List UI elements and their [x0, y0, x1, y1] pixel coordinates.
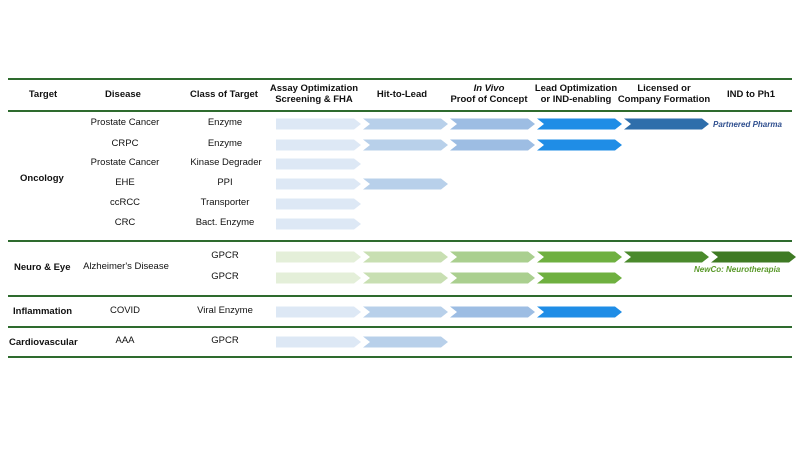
stage-arrow [363, 118, 448, 130]
header-disease: Disease [105, 89, 141, 100]
stage-arrow [276, 218, 361, 230]
stage-arrow [537, 306, 622, 318]
class-cell: GPCR [211, 271, 239, 282]
stage-arrow [276, 336, 361, 348]
stage-arrow [363, 272, 448, 284]
stage-arrow [450, 272, 535, 284]
area-cardiovascular: Cardiovascular [9, 337, 78, 348]
stage-arrow [537, 139, 622, 151]
inflammation-rule [8, 326, 792, 328]
note-partnered-pharma: Partnered Pharma [713, 120, 782, 129]
disease-cell-alzheimers: Alzheimer's Disease [83, 261, 169, 272]
disease-cell: AAA [115, 335, 135, 346]
stage-arrow [276, 118, 361, 130]
class-cell: Enzyme [207, 117, 243, 128]
stage-arrow [276, 139, 361, 151]
stage-arrow [711, 251, 796, 263]
class-cell: GPCR [211, 250, 239, 261]
stage-arrow [450, 139, 535, 151]
stage-arrow [450, 118, 535, 130]
stage-arrow [276, 272, 361, 284]
disease-cell: Prostate Cancer [90, 117, 160, 128]
stage-arrow [276, 306, 361, 318]
disease-cell: COVID [109, 305, 141, 316]
stage-arrow [537, 251, 622, 263]
stage-arrow [624, 118, 709, 130]
stage-arrow [450, 251, 535, 263]
stage-arrow [363, 306, 448, 318]
header-rule [8, 110, 792, 112]
stage-arrow [363, 178, 448, 190]
stage-arrow [624, 251, 709, 263]
neuro-rule [8, 295, 792, 297]
class-cell: Kinase Degrader [190, 157, 262, 168]
header-class-of-target: Class of Target [190, 89, 258, 100]
class-cell: Enzyme [207, 138, 243, 149]
stage-arrow [276, 251, 361, 263]
stage-arrow [363, 139, 448, 151]
bottom-rule [8, 356, 792, 358]
stage-arrow [276, 158, 361, 170]
class-cell: GPCR [211, 335, 239, 346]
disease-cell: Prostate Cancer [90, 157, 160, 168]
note-newco-neurotherapia: NewCo: Neurotherapia [694, 265, 781, 274]
class-cell: Transporter [200, 197, 250, 208]
stage-arrow [537, 272, 622, 284]
stage-arrow [276, 178, 361, 190]
area-neuro-eye: Neuro & Eye [14, 262, 71, 273]
header-target: Target [28, 89, 58, 100]
stage-arrow [537, 118, 622, 130]
stage-arrow [276, 198, 361, 210]
disease-cell: ccRCC [109, 197, 141, 208]
header-stage-hit-to-lead: Hit-to-Lead [376, 89, 428, 100]
class-cell: Bact. Enzyme [195, 217, 255, 228]
stage-arrow [363, 251, 448, 263]
area-inflammation: Inflammation [13, 306, 73, 317]
stage-arrow [363, 336, 448, 348]
disease-cell: EHE [115, 177, 135, 188]
class-cell: Viral Enzyme [197, 305, 253, 316]
top-rule [8, 78, 792, 80]
disease-cell: CRC [114, 217, 136, 228]
header-stage-ind-to-ph1: IND to Ph1 [726, 89, 776, 100]
stage-arrow [450, 306, 535, 318]
area-oncology: Oncology [20, 173, 64, 184]
oncology-rule [8, 240, 792, 242]
class-cell: PPI [217, 177, 233, 188]
disease-cell: CRPC [111, 138, 139, 149]
